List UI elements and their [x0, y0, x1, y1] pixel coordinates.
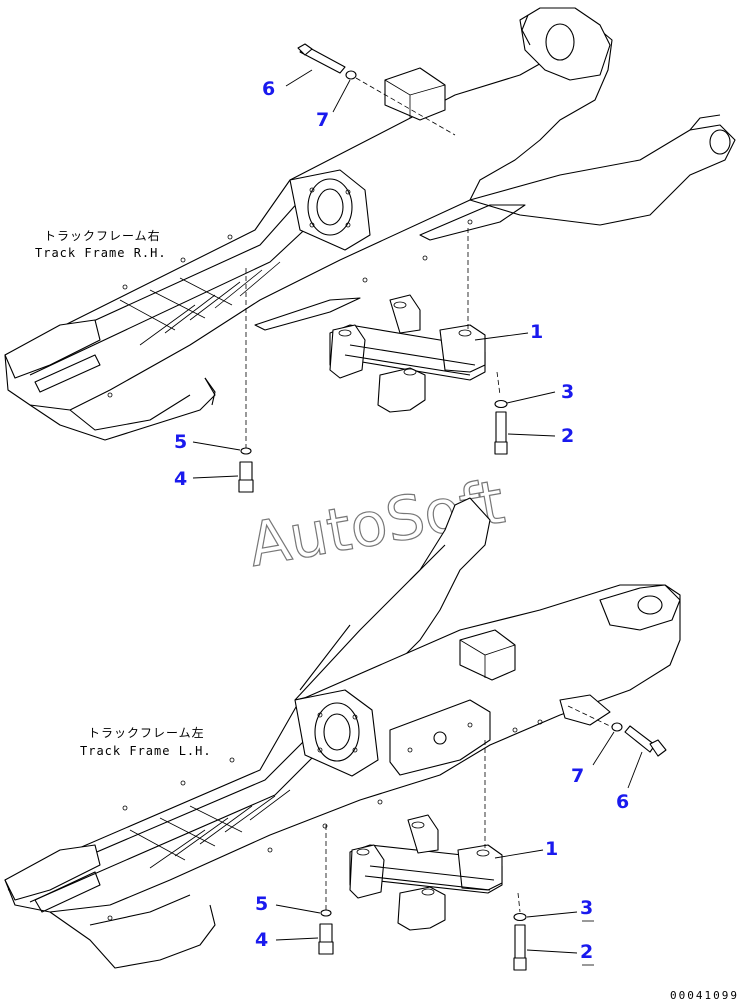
leader-5-lower — [275, 904, 321, 914]
callout-2-upper: 2 — [561, 425, 574, 447]
track-frame-rh-drawing — [4, 7, 736, 441]
callout-5-lower: 5 — [255, 893, 268, 915]
guide-bracket-upper — [329, 294, 486, 413]
guide-line-upper-2 — [467, 228, 501, 396]
callout-4-upper: 4 — [174, 468, 187, 490]
leader-2-upper — [507, 433, 556, 437]
document-number: 00041099 — [670, 989, 739, 1002]
washer-7-upper — [345, 70, 357, 80]
callout-4-lower: 4 — [255, 929, 268, 951]
guide-bracket-lower — [349, 814, 503, 931]
caption-en-upper: Track Frame R.H. — [35, 246, 167, 260]
washer-7-lower — [611, 722, 623, 732]
callout-6-upper: 6 — [262, 78, 275, 100]
callout-7-lower: 7 — [571, 765, 584, 787]
track-frame-lh-drawing — [4, 497, 681, 969]
leader-5-upper — [192, 441, 241, 451]
callout-3-upper: 3 — [561, 381, 574, 403]
washer-3-upper — [494, 399, 508, 409]
bolt-6-lower — [624, 725, 667, 757]
bolt-6-upper — [297, 43, 346, 74]
leader-6-upper — [285, 69, 313, 87]
leader-4-upper — [192, 475, 239, 479]
leader-2-lower — [526, 949, 578, 954]
leader-7-upper — [332, 79, 351, 113]
bolt-4-lower — [318, 923, 334, 955]
caption-jp-upper: トラックフレーム右 — [44, 228, 161, 243]
leader-3-lower — [526, 911, 578, 918]
bolt-4-upper — [238, 461, 254, 493]
guide-line-lower-2 — [484, 740, 521, 913]
leader-4-lower — [275, 937, 319, 941]
bolt-2-upper — [494, 411, 508, 455]
leader-1-lower — [494, 849, 544, 859]
caption-en-lower: Track Frame L.H. — [80, 744, 212, 758]
leader-6-lower — [627, 751, 643, 789]
callout-2-lower: 2 — [580, 941, 593, 963]
callout-6-lower: 6 — [616, 791, 629, 813]
washer-5-lower — [320, 909, 332, 917]
washer-5-upper — [240, 447, 252, 455]
callout-7-upper: 7 — [316, 109, 329, 131]
callout-5-upper: 5 — [174, 431, 187, 453]
guide-line-upper-6 — [355, 77, 456, 136]
guide-line-lower-6 — [567, 705, 613, 728]
caption-jp-lower: トラックフレーム左 — [88, 725, 205, 740]
leader-1-upper — [474, 332, 529, 341]
leader-7-lower — [592, 731, 615, 766]
callout-3-lower: 3 — [580, 897, 593, 919]
callout-1-upper: 1 — [530, 321, 543, 343]
callout-1-lower: 1 — [545, 838, 558, 860]
bolt-2-lower — [513, 924, 527, 971]
washer-3-lower — [513, 912, 527, 922]
leader-3-upper — [506, 391, 556, 404]
